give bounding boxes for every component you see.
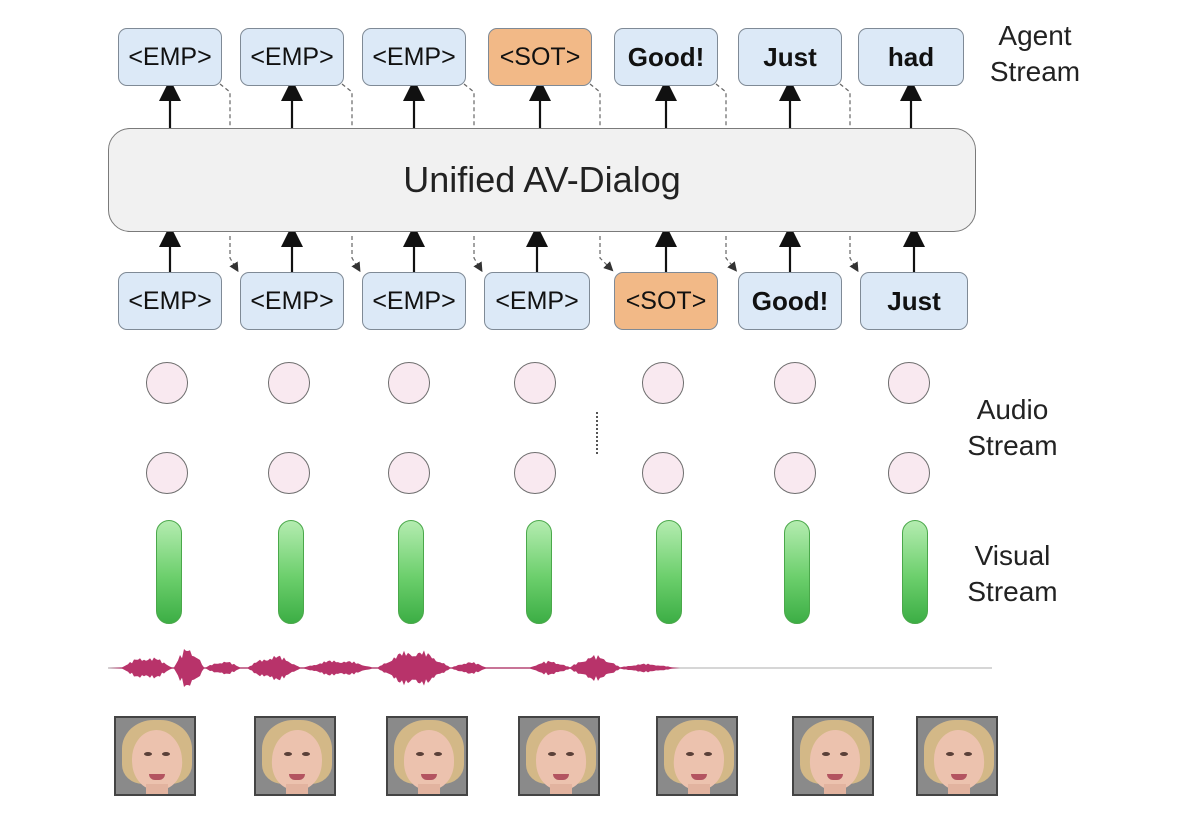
audio-stream-label: Audio Stream — [955, 392, 1070, 464]
face-eye-left — [686, 752, 694, 756]
visual-bar-7 — [902, 520, 928, 624]
face-skin — [404, 730, 454, 790]
face-mouth — [951, 774, 967, 780]
visual-stream-label-line2: Stream — [967, 576, 1058, 607]
audio-stream-label-line2: Stream — [967, 430, 1058, 461]
agent-token-2: <EMP> — [240, 28, 344, 86]
feedback-dash-top-5 — [715, 83, 727, 128]
input-token-7: Just — [860, 272, 968, 330]
agent-stream-label-line1: Agent — [998, 20, 1072, 51]
face-frame-3 — [386, 716, 468, 796]
face-mouth — [289, 774, 305, 780]
audio-circle-r1-7 — [888, 362, 930, 404]
feedback-dash-bottom-5 — [725, 236, 737, 272]
face-eye-right — [704, 752, 712, 756]
feedback-dash-bottom-3 — [473, 236, 483, 273]
input-token-5: <SOT> — [614, 272, 718, 330]
audio-circle-r2-7 — [888, 452, 930, 494]
visual-bar-2 — [278, 520, 304, 624]
face-frame-2 — [254, 716, 336, 796]
face-mouth — [553, 774, 569, 780]
input-token-4: <EMP> — [484, 272, 590, 330]
face-neck — [418, 784, 440, 794]
audio-circle-r1-3 — [388, 362, 430, 404]
face-eye-left — [822, 752, 830, 756]
face-eye-left — [144, 752, 152, 756]
face-frame-7 — [916, 716, 998, 796]
face-neck — [286, 784, 308, 794]
visual-bar-1 — [156, 520, 182, 624]
model-label: Unified AV-Dialog — [403, 159, 681, 200]
audio-circle-r2-6 — [774, 452, 816, 494]
agent-token-4: <SOT> — [488, 28, 592, 86]
visual-bar-6 — [784, 520, 810, 624]
input-token-2: <EMP> — [240, 272, 344, 330]
face-eye-right — [162, 752, 170, 756]
input-token-6: Good! — [738, 272, 842, 330]
visual-stream-label-line1: Visual — [974, 540, 1051, 571]
audio-circle-r1-1 — [146, 362, 188, 404]
audio-circle-r1-5 — [642, 362, 684, 404]
feedback-dash-top-4 — [589, 83, 601, 128]
audio-circle-r1-6 — [774, 362, 816, 404]
audio-ellipsis-dots — [596, 412, 598, 454]
agent-token-1: <EMP> — [118, 28, 222, 86]
agent-token-5: Good! — [614, 28, 718, 86]
audio-stream-label-line1: Audio — [976, 394, 1049, 425]
face-neck — [146, 784, 168, 794]
visual-bar-5 — [656, 520, 682, 624]
agent-token-7: had — [858, 28, 964, 86]
face-neck — [948, 784, 970, 794]
input-token-1: <EMP> — [118, 272, 222, 330]
face-eye-left — [548, 752, 556, 756]
visual-stream-label: Visual Stream — [955, 538, 1070, 610]
face-eye-right — [566, 752, 574, 756]
feedback-dash-top-3 — [463, 83, 475, 128]
face-eye-right — [840, 752, 848, 756]
face-mouth — [149, 774, 165, 780]
visual-bar-4 — [526, 520, 552, 624]
feedback-dash-top-2 — [341, 83, 353, 128]
face-frame-1 — [114, 716, 196, 796]
audio-circle-r1-2 — [268, 362, 310, 404]
face-mouth — [421, 774, 437, 780]
face-eye-left — [416, 752, 424, 756]
face-skin — [808, 729, 862, 791]
face-mouth — [691, 774, 707, 780]
unified-av-dialog-block: Unified AV-Dialog — [108, 128, 976, 232]
agent-token-6: Just — [738, 28, 842, 86]
face-mouth — [827, 774, 843, 780]
agent-stream-label: Agent Stream — [980, 18, 1090, 90]
face-eye-right — [964, 752, 972, 756]
face-eye-left — [946, 752, 954, 756]
face-eye-right — [302, 752, 310, 756]
face-neck — [824, 784, 846, 794]
face-frame-6 — [792, 716, 874, 796]
feedback-dash-bottom-1 — [229, 236, 239, 273]
audio-circle-r2-5 — [642, 452, 684, 494]
face-neck — [688, 784, 710, 794]
audio-circle-r1-4 — [514, 362, 556, 404]
audio-circle-r2-2 — [268, 452, 310, 494]
agent-stream-label-line2: Stream — [989, 56, 1081, 87]
feedback-dash-bottom-2 — [351, 236, 361, 273]
feedback-dash-top-6 — [839, 83, 851, 128]
face-frame-4 — [518, 716, 600, 796]
feedback-dash-bottom-4 — [599, 236, 614, 272]
audio-circle-r2-4 — [514, 452, 556, 494]
input-token-3: <EMP> — [362, 272, 466, 330]
face-eye-right — [434, 752, 442, 756]
agent-token-3: <EMP> — [362, 28, 466, 86]
audio-circle-r2-1 — [146, 452, 188, 494]
feedback-dash-top-1 — [219, 83, 231, 128]
audio-circle-r2-3 — [388, 452, 430, 494]
face-neck — [550, 784, 572, 794]
face-eye-left — [284, 752, 292, 756]
feedback-dash-bottom-6 — [849, 236, 859, 273]
face-frame-5 — [656, 716, 738, 796]
visual-bar-3 — [398, 520, 424, 624]
